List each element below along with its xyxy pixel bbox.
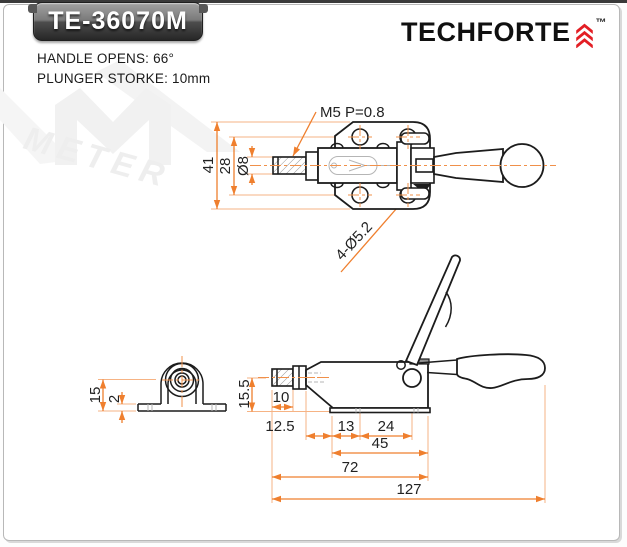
rivet-tab: [400, 187, 430, 200]
meter-watermark: METER: [0, 60, 240, 195]
dim-label: 15: [87, 387, 104, 404]
dim-label: 41: [200, 157, 217, 174]
rivet-tab: [400, 132, 430, 145]
end-view: 15 2: [87, 356, 227, 423]
model-number: TE-36070M: [48, 7, 188, 35]
dim-label: 45: [372, 435, 389, 452]
watermark-band-left: [0, 88, 72, 164]
trademark-symbol: ™: [595, 17, 607, 29]
dim-label: Ø8: [235, 156, 252, 176]
pivot-rivet: [402, 368, 422, 388]
dim-label: 28: [217, 158, 234, 175]
brand-logo: TECHFORTE ™: [401, 17, 607, 48]
handle-lever: [418, 359, 458, 376]
thread-spec-label: M5 P=0.8: [320, 104, 385, 121]
handle-grip-closed: [456, 353, 546, 389]
dim-label: 12.5: [265, 418, 294, 435]
dim-label: 127: [396, 481, 421, 498]
brand-name: TECHFORTE: [401, 17, 571, 47]
base-flange: [329, 407, 431, 414]
spec-lines: HANDLE OPENS: 66° PLUNGER STORKE: 10mm: [37, 49, 210, 89]
dim-label: 13: [338, 418, 355, 435]
latch-hook: [396, 360, 406, 370]
dim-label: 24: [378, 418, 395, 435]
handle-opens-spec: HANDLE OPENS: 66°: [37, 51, 175, 66]
sheet-card: [3, 4, 620, 541]
model-badge: TE-36070M: [28, 2, 208, 41]
handle-shaft: [433, 148, 504, 183]
side-view: 15.5 10 12.5 13 24 45 72 127: [236, 254, 546, 503]
bracket-flange: [137, 403, 227, 412]
dim-label: 10: [273, 389, 290, 406]
dim-label: 72: [342, 459, 359, 476]
triple-chevron-icon: [575, 23, 593, 48]
top-border-strip: [0, 0, 627, 3]
dim-label: 2: [106, 395, 123, 403]
plunger-stroke-spec: PLUNGER STORKE: 10mm: [37, 71, 211, 86]
watermark-m-logo: [55, 88, 171, 165]
dim-label: 15.5: [236, 379, 253, 408]
top-view: 41 28 Ø8 M5 P=0.8 4-Ø5.2: [200, 104, 556, 273]
handle-open-position: [404, 254, 461, 367]
